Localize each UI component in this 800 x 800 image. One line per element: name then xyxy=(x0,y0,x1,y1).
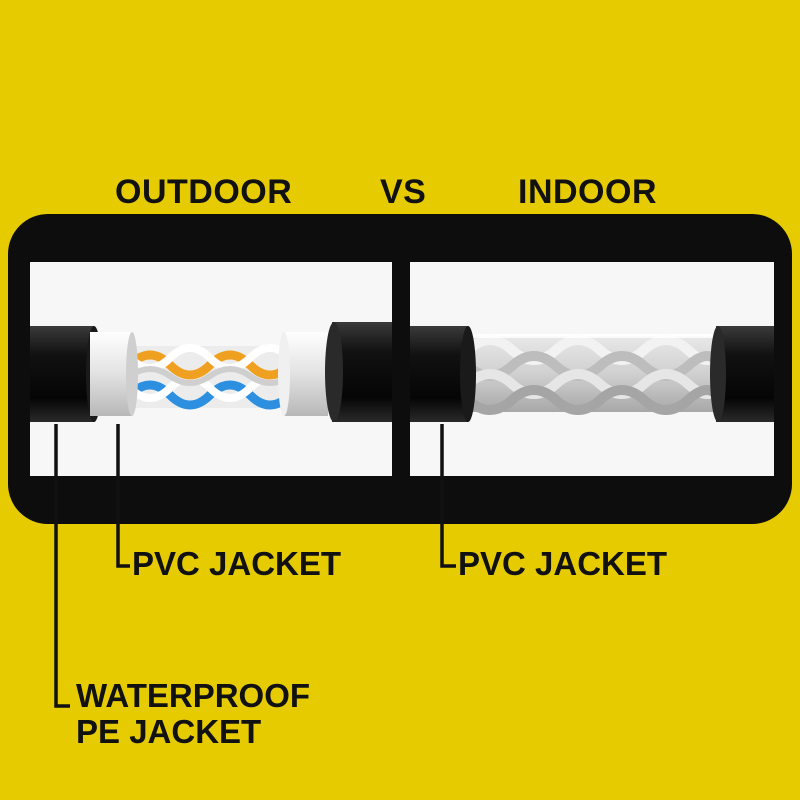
outdoor-left-pvc-jacket xyxy=(90,332,132,416)
outdoor-left-pvc-end xyxy=(126,332,138,416)
indoor-pvc-jacket-label: PVC JACKET xyxy=(458,545,668,582)
outdoor-pvc-jacket-label: PVC JACKET xyxy=(132,545,342,582)
outdoor-left-pe-jacket xyxy=(30,326,94,422)
outdoor-white-wire-c xyxy=(128,366,292,386)
indoor-silver-wire-d xyxy=(464,385,725,415)
outdoor-blue-wire xyxy=(126,380,294,410)
indoor-right-jacket-end xyxy=(710,326,726,422)
outdoor-pvc-leader xyxy=(116,424,130,568)
indoor-pvc-leader xyxy=(440,424,456,568)
outdoor-right-jacket-end xyxy=(325,322,343,422)
pe-label-line2: PE JACKET xyxy=(76,713,262,750)
indoor-heading: INDOOR xyxy=(518,173,657,211)
indoor-silver-wire-a xyxy=(464,335,725,365)
waterproof-pe-jacket-label: WATERPROOF PE JACKET xyxy=(76,678,310,750)
outdoor-orange-wire xyxy=(126,350,294,380)
pe-jacket-leader xyxy=(54,424,70,708)
vs-heading: VS xyxy=(380,173,427,211)
indoor-silver-wire-b xyxy=(464,351,725,381)
outdoor-white-wire-b xyxy=(127,344,293,372)
outdoor-right-pvc-end xyxy=(278,332,290,416)
indoor-left-jacket-end xyxy=(460,326,476,422)
outdoor-heading: OUTDOOR xyxy=(115,173,293,211)
outdoor-cable xyxy=(30,322,392,422)
indoor-cable xyxy=(410,326,774,422)
leader-lines xyxy=(54,424,456,708)
indoor-sheath-highlight xyxy=(466,334,718,338)
outdoor-right-pvc-jacket xyxy=(284,332,328,416)
pe-label-line1: WATERPROOF xyxy=(76,677,311,714)
indoor-left-pvc-jacket xyxy=(410,326,468,422)
indoor-silver-wire-c xyxy=(464,369,725,399)
